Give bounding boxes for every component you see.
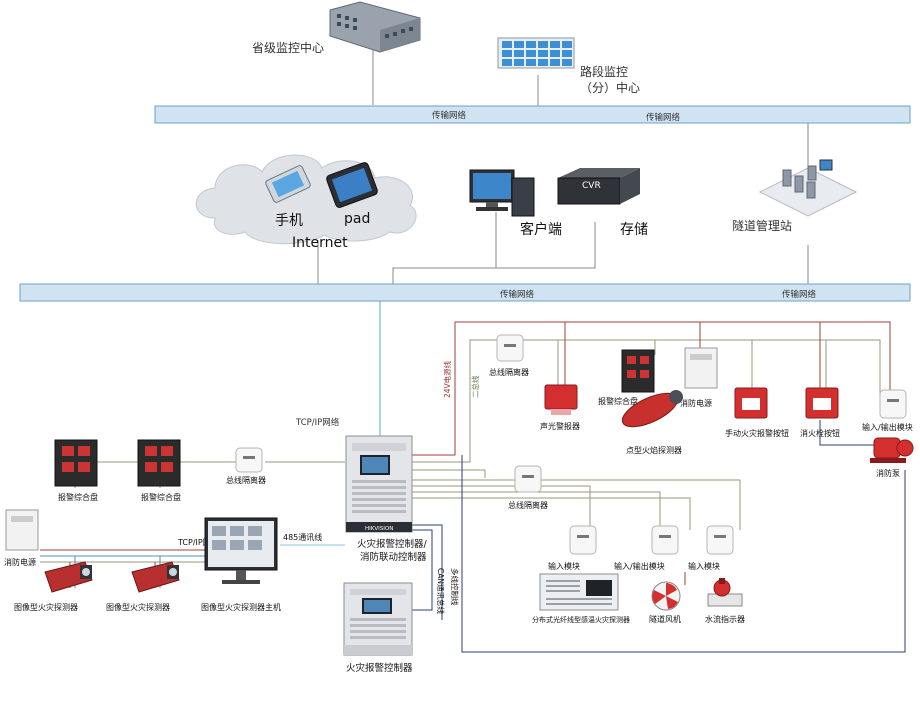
computer-icon bbox=[469, 169, 535, 217]
water-flow-indicator-label: 水流指示器 bbox=[705, 614, 745, 624]
brand-label: HIKVISION bbox=[365, 526, 393, 532]
input-module-label: 输入模块 bbox=[548, 561, 580, 571]
input-module-icon bbox=[706, 525, 734, 555]
video-wall-icon bbox=[497, 37, 575, 69]
flame-detector-label: 点型火焰探测器 bbox=[626, 445, 682, 455]
network-label: 传输网络 bbox=[500, 289, 535, 300]
fire-pump-label: 消防泵 bbox=[876, 468, 900, 478]
fiber-detector-icon bbox=[539, 573, 619, 611]
main-controller-label: 消防联动控制器 bbox=[360, 551, 427, 563]
bus-isolator-label: 总线隔离器 bbox=[489, 367, 529, 377]
power-24v-label: 24V电源线 bbox=[442, 360, 452, 398]
can-bus-label: CAN通讯总线 bbox=[436, 568, 446, 614]
comm-485-label: 485通讯线 bbox=[283, 532, 322, 542]
alarm-panel-icon bbox=[137, 439, 181, 487]
alarm-panel-label: 报警综合盘 bbox=[141, 492, 181, 502]
bus-isolator-label: 总线隔离器 bbox=[508, 500, 548, 510]
sound-light-alarm-label: 声光警报器 bbox=[540, 421, 580, 431]
server-room-icon bbox=[758, 159, 858, 217]
input-module-label: 输入模块 bbox=[688, 561, 720, 571]
internet-label: Internet bbox=[292, 235, 348, 251]
segment-center-label: （分）中心 bbox=[580, 80, 640, 95]
input-module-icon bbox=[569, 525, 597, 555]
phone-icon bbox=[265, 165, 311, 203]
sub-controller-icon bbox=[343, 582, 413, 656]
pad-label: pad bbox=[344, 211, 370, 227]
cloud-icon bbox=[195, 154, 417, 245]
alarm-panel-label: 报警综合盘 bbox=[58, 492, 98, 502]
manual-alarm-button-icon bbox=[734, 387, 768, 419]
io-module-icon bbox=[879, 389, 907, 419]
fan-icon bbox=[651, 581, 681, 611]
network-bar-mid: 传输网络 传输网络 bbox=[19, 283, 911, 302]
bus-isolator-icon bbox=[514, 465, 542, 493]
network-label: 传输网络 bbox=[432, 110, 467, 121]
storage-icon: CVR bbox=[557, 168, 640, 205]
sound-light-alarm-icon bbox=[544, 384, 578, 415]
client-label: 客户端 bbox=[520, 221, 562, 238]
flame-detector-icon bbox=[621, 390, 683, 428]
network-label: 传输网络 bbox=[782, 289, 817, 300]
image-detector-label: 图像型火灾探测器 bbox=[106, 602, 170, 612]
bus-isolator-icon bbox=[496, 334, 524, 362]
alarm-panel-label: 报警综合盘 bbox=[598, 396, 638, 406]
bus-isolator-label: 总线隔离器 bbox=[226, 475, 266, 485]
fire-power-label: 消防电源 bbox=[4, 557, 36, 567]
image-detector-label: 图像型火灾探测器 bbox=[14, 602, 78, 612]
main-controller-icon: HIKVISION bbox=[345, 435, 413, 533]
alarm-panel-icon bbox=[54, 439, 98, 487]
manual-alarm-button-label: 手动火灾报警按钮 bbox=[725, 428, 789, 438]
sub-controller-label: 火灾报警控制器 bbox=[346, 662, 413, 674]
hydrant-button-icon bbox=[805, 387, 839, 419]
water-flow-indicator-icon bbox=[707, 578, 743, 607]
segment-center-label: 路段监控 bbox=[580, 64, 628, 79]
monitor-icon bbox=[204, 517, 278, 584]
provincial-center-label: 省级监控中心 bbox=[252, 40, 324, 55]
image-detector-host-label: 图像型火灾探测器主机 bbox=[201, 602, 281, 612]
bus-2-label: 二总线 bbox=[470, 375, 480, 398]
network-bar-top: 传输网络 传输网络 bbox=[154, 105, 911, 124]
tunnel-fan-label: 隧道风机 bbox=[649, 614, 681, 624]
fiber-detector-label: 分布式光纤线型感温火灾探测器 bbox=[532, 615, 630, 624]
connection-lines bbox=[40, 42, 906, 653]
tcpip-short-label: TCP/IP网 bbox=[177, 538, 211, 547]
tablet-icon bbox=[326, 162, 378, 208]
power-supply-icon bbox=[5, 509, 39, 551]
tunnel-station-label: 隧道管理站 bbox=[732, 218, 792, 233]
main-controller-label: 火灾报警控制器/ bbox=[357, 538, 428, 550]
storage-label: 存储 bbox=[620, 222, 648, 238]
image-detector-icon bbox=[131, 561, 180, 593]
io-module-icon bbox=[651, 525, 679, 555]
power-supply-icon bbox=[684, 347, 718, 389]
fire-power-label: 消防电源 bbox=[680, 398, 712, 408]
building-icon bbox=[329, 1, 421, 53]
bus-isolator-icon bbox=[235, 447, 263, 473]
fire-pump-icon bbox=[870, 437, 914, 463]
alarm-panel-icon bbox=[621, 349, 655, 393]
hydrant-button-label: 消火栓按钮 bbox=[800, 428, 840, 438]
tcpip-network-label: TCP/IP网络 bbox=[295, 417, 340, 428]
phone-label: 手机 bbox=[275, 213, 303, 229]
cvr-label: CVR bbox=[582, 181, 601, 191]
multi-line-label: 多线控制线 bbox=[450, 568, 460, 606]
network-label: 传输网络 bbox=[646, 112, 681, 123]
io-module-label: 输入/输出模块 bbox=[614, 561, 665, 571]
io-module-label: 输入/输出模块 bbox=[862, 422, 913, 432]
image-detector-icon bbox=[44, 561, 93, 593]
